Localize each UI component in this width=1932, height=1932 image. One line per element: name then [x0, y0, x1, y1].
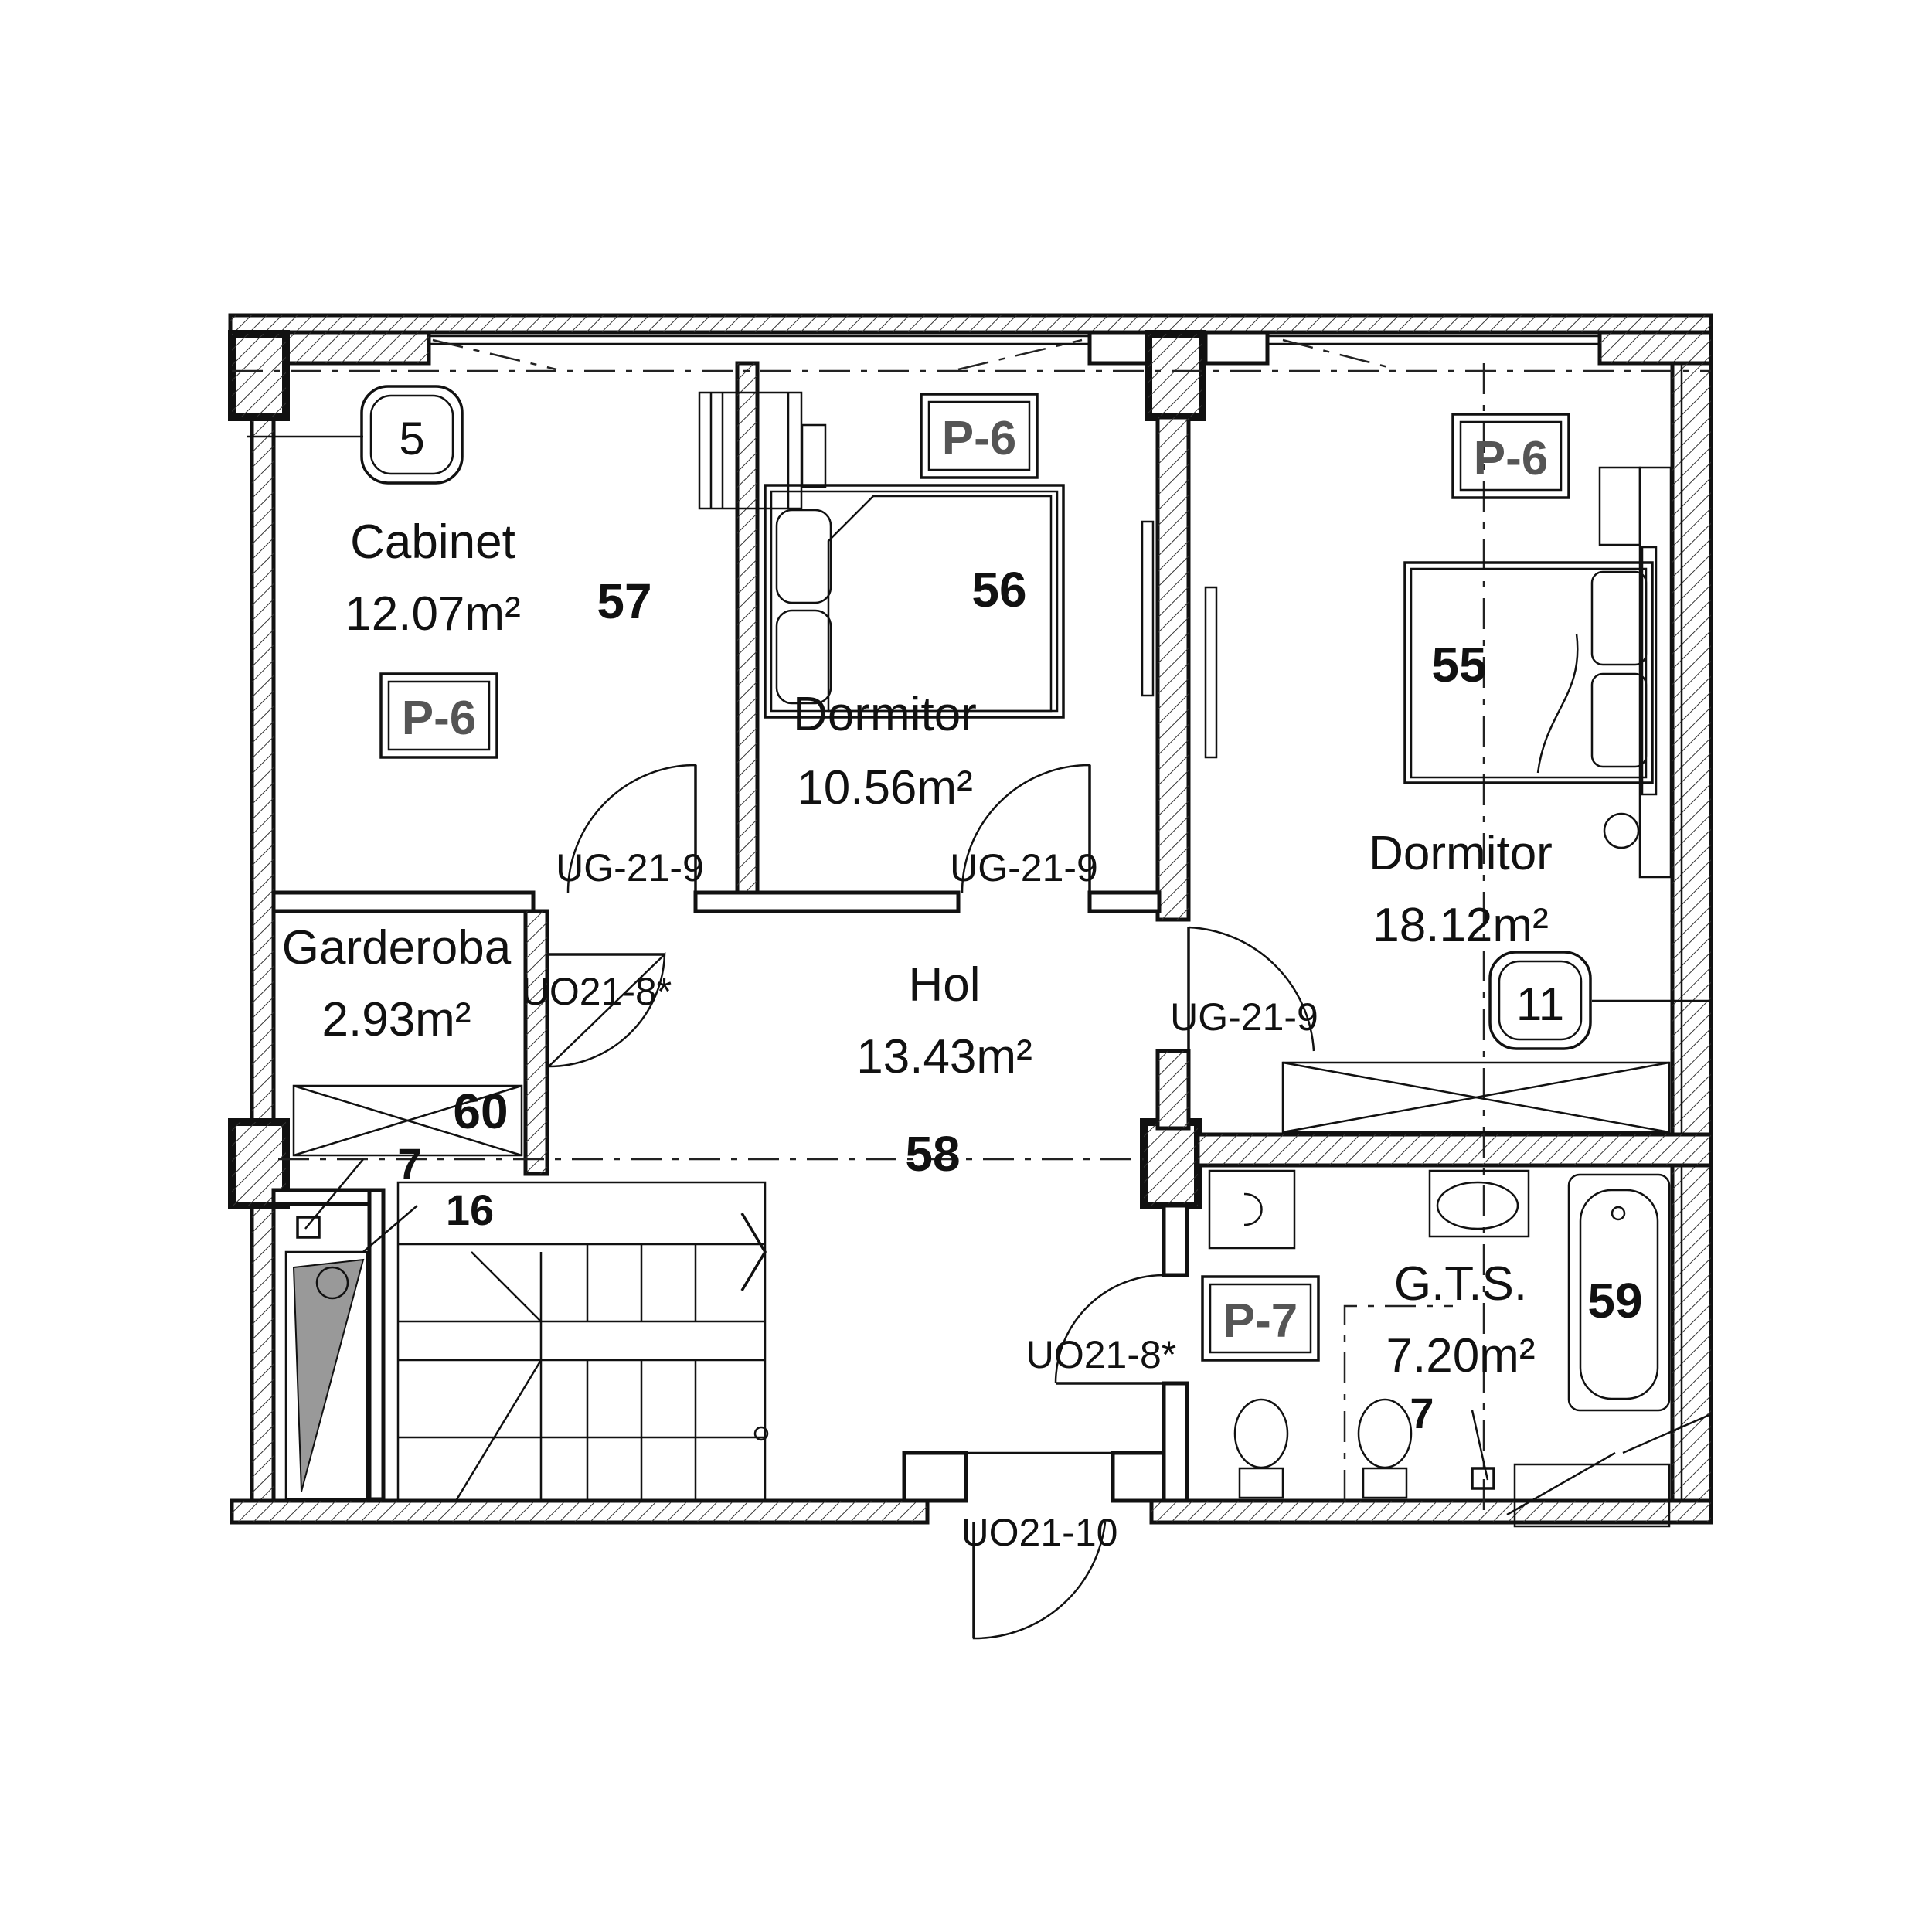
tag-label: P-6	[1474, 432, 1548, 485]
door-label-garderoba: UO21-8*	[522, 970, 672, 1013]
ref-badge-11: 11	[1488, 951, 1592, 1050]
finish-tag-dormitor-large: P-6	[1451, 413, 1570, 499]
room-number-garderoba: 60	[453, 1083, 508, 1139]
room-name-garderoba: Garderoba	[282, 921, 512, 975]
shaft-marker-left: 7	[397, 1139, 421, 1188]
room-name-gts: G.T.S.	[1394, 1257, 1527, 1311]
room-area-cabinet: 12.07m²	[345, 587, 520, 641]
door-label-dormitor-small: UG-21-9	[950, 846, 1098, 889]
shaft-marker-right: 7	[1410, 1389, 1434, 1437]
finish-tag-dormitor-small: P-6	[920, 393, 1039, 479]
room-number-dormitor-small: 56	[971, 562, 1026, 617]
finish-tag-gts: P-7	[1201, 1275, 1320, 1362]
room-number-gts: 59	[1587, 1273, 1642, 1328]
ref-label: 5	[399, 413, 424, 464]
door-label-entry: UO21-10	[961, 1511, 1118, 1554]
leader-lines	[247, 435, 1712, 1481]
tag-label: P-6	[942, 412, 1016, 465]
room-area-garderoba: 2.93m²	[322, 993, 471, 1046]
room-name-hol: Hol	[908, 958, 980, 1012]
room-name-dormitor-large: Dormitor	[1369, 827, 1553, 880]
door-swings	[548, 764, 1315, 1640]
finish-tag-cabinet: P-6	[379, 672, 498, 759]
exterior-walls	[228, 313, 1713, 1525]
room-area-dormitor-small: 10.56m²	[797, 761, 972, 815]
room-area-gts: 7.20m²	[1386, 1329, 1536, 1383]
room-number-dormitor-large: 55	[1431, 637, 1486, 692]
door-label-gts: UO21-8*	[1026, 1333, 1177, 1376]
room-number-cabinet: 57	[597, 573, 651, 629]
door-label-cabinet: UG-21-9	[556, 846, 704, 889]
room-name-cabinet: Cabinet	[350, 515, 515, 569]
ref-label: 11	[1516, 978, 1564, 1030]
tag-label: P-6	[402, 692, 476, 745]
ref-badge-5: 5	[360, 385, 464, 485]
room-number-hol: 58	[905, 1126, 960, 1182]
room-name-dormitor-small: Dormitor	[793, 688, 977, 741]
room-area-dormitor-large: 18.12m²	[1372, 899, 1548, 952]
door-label-dormitor-large: UG-21-9	[1170, 995, 1318, 1039]
stair-steps-marker: 16	[446, 1185, 494, 1234]
tag-label: P-7	[1223, 1294, 1298, 1348]
interior-walls	[271, 361, 1713, 1503]
grid-axes	[232, 363, 1711, 1515]
furniture	[284, 391, 1672, 1528]
room-area-hol: 13.43m²	[856, 1030, 1032, 1083]
